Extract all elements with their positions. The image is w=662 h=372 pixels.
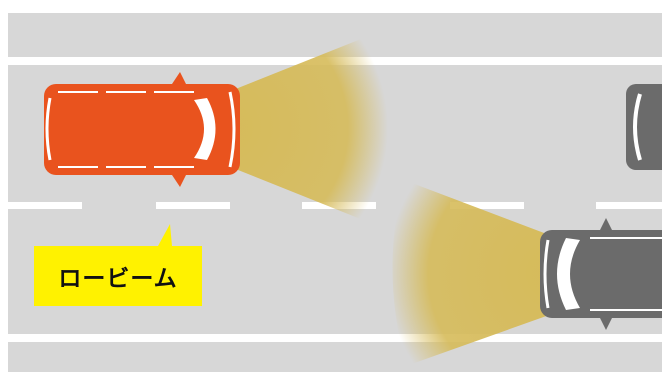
callout-bubble bbox=[34, 224, 202, 306]
lane-line-bottom bbox=[8, 334, 662, 342]
own-car-icon bbox=[44, 72, 240, 187]
callout-label-low-beam: ロービーム bbox=[58, 266, 178, 292]
headlight-beam-own bbox=[228, 33, 388, 226]
oncoming-car-icon bbox=[540, 218, 662, 330]
far-car-icon bbox=[626, 84, 662, 170]
headlight-beam-oncoming bbox=[392, 180, 552, 366]
